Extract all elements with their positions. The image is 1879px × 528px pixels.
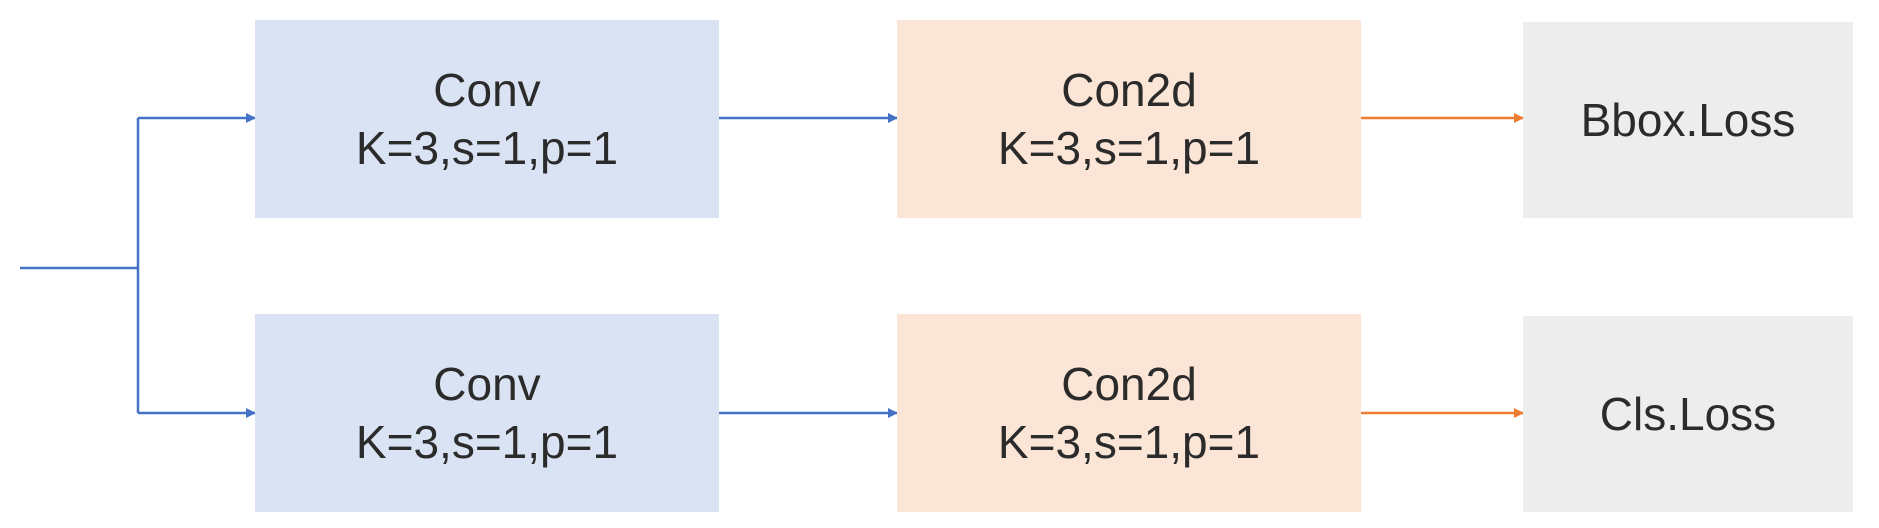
conv-block-top: Conv K=3,s=1,p=1 bbox=[255, 20, 719, 218]
con2d-top-title: Con2d bbox=[1061, 64, 1197, 116]
bbox-loss-block: Bbox.Loss bbox=[1523, 22, 1853, 218]
conv-bottom-params: K=3,s=1,p=1 bbox=[355, 416, 619, 468]
cls-loss-block: Cls.Loss bbox=[1523, 316, 1853, 512]
con2d-block-top: Con2d K=3,s=1,p=1 bbox=[897, 20, 1361, 218]
con2d-block-bottom: Con2d K=3,s=1,p=1 bbox=[897, 314, 1361, 512]
conv-block-bottom: Conv K=3,s=1,p=1 bbox=[255, 314, 719, 512]
con2d-bottom-title: Con2d bbox=[1061, 358, 1197, 410]
conv-top-title: Conv bbox=[433, 64, 541, 116]
conv-top-params: K=3,s=1,p=1 bbox=[355, 122, 619, 174]
conv-bottom-title: Conv bbox=[433, 358, 541, 410]
con2d-bottom-params: K=3,s=1,p=1 bbox=[997, 416, 1261, 468]
bbox-loss-label: Bbox.Loss bbox=[1580, 94, 1796, 146]
cls-loss-label: Cls.Loss bbox=[1599, 388, 1777, 440]
con2d-top-params: K=3,s=1,p=1 bbox=[997, 122, 1261, 174]
